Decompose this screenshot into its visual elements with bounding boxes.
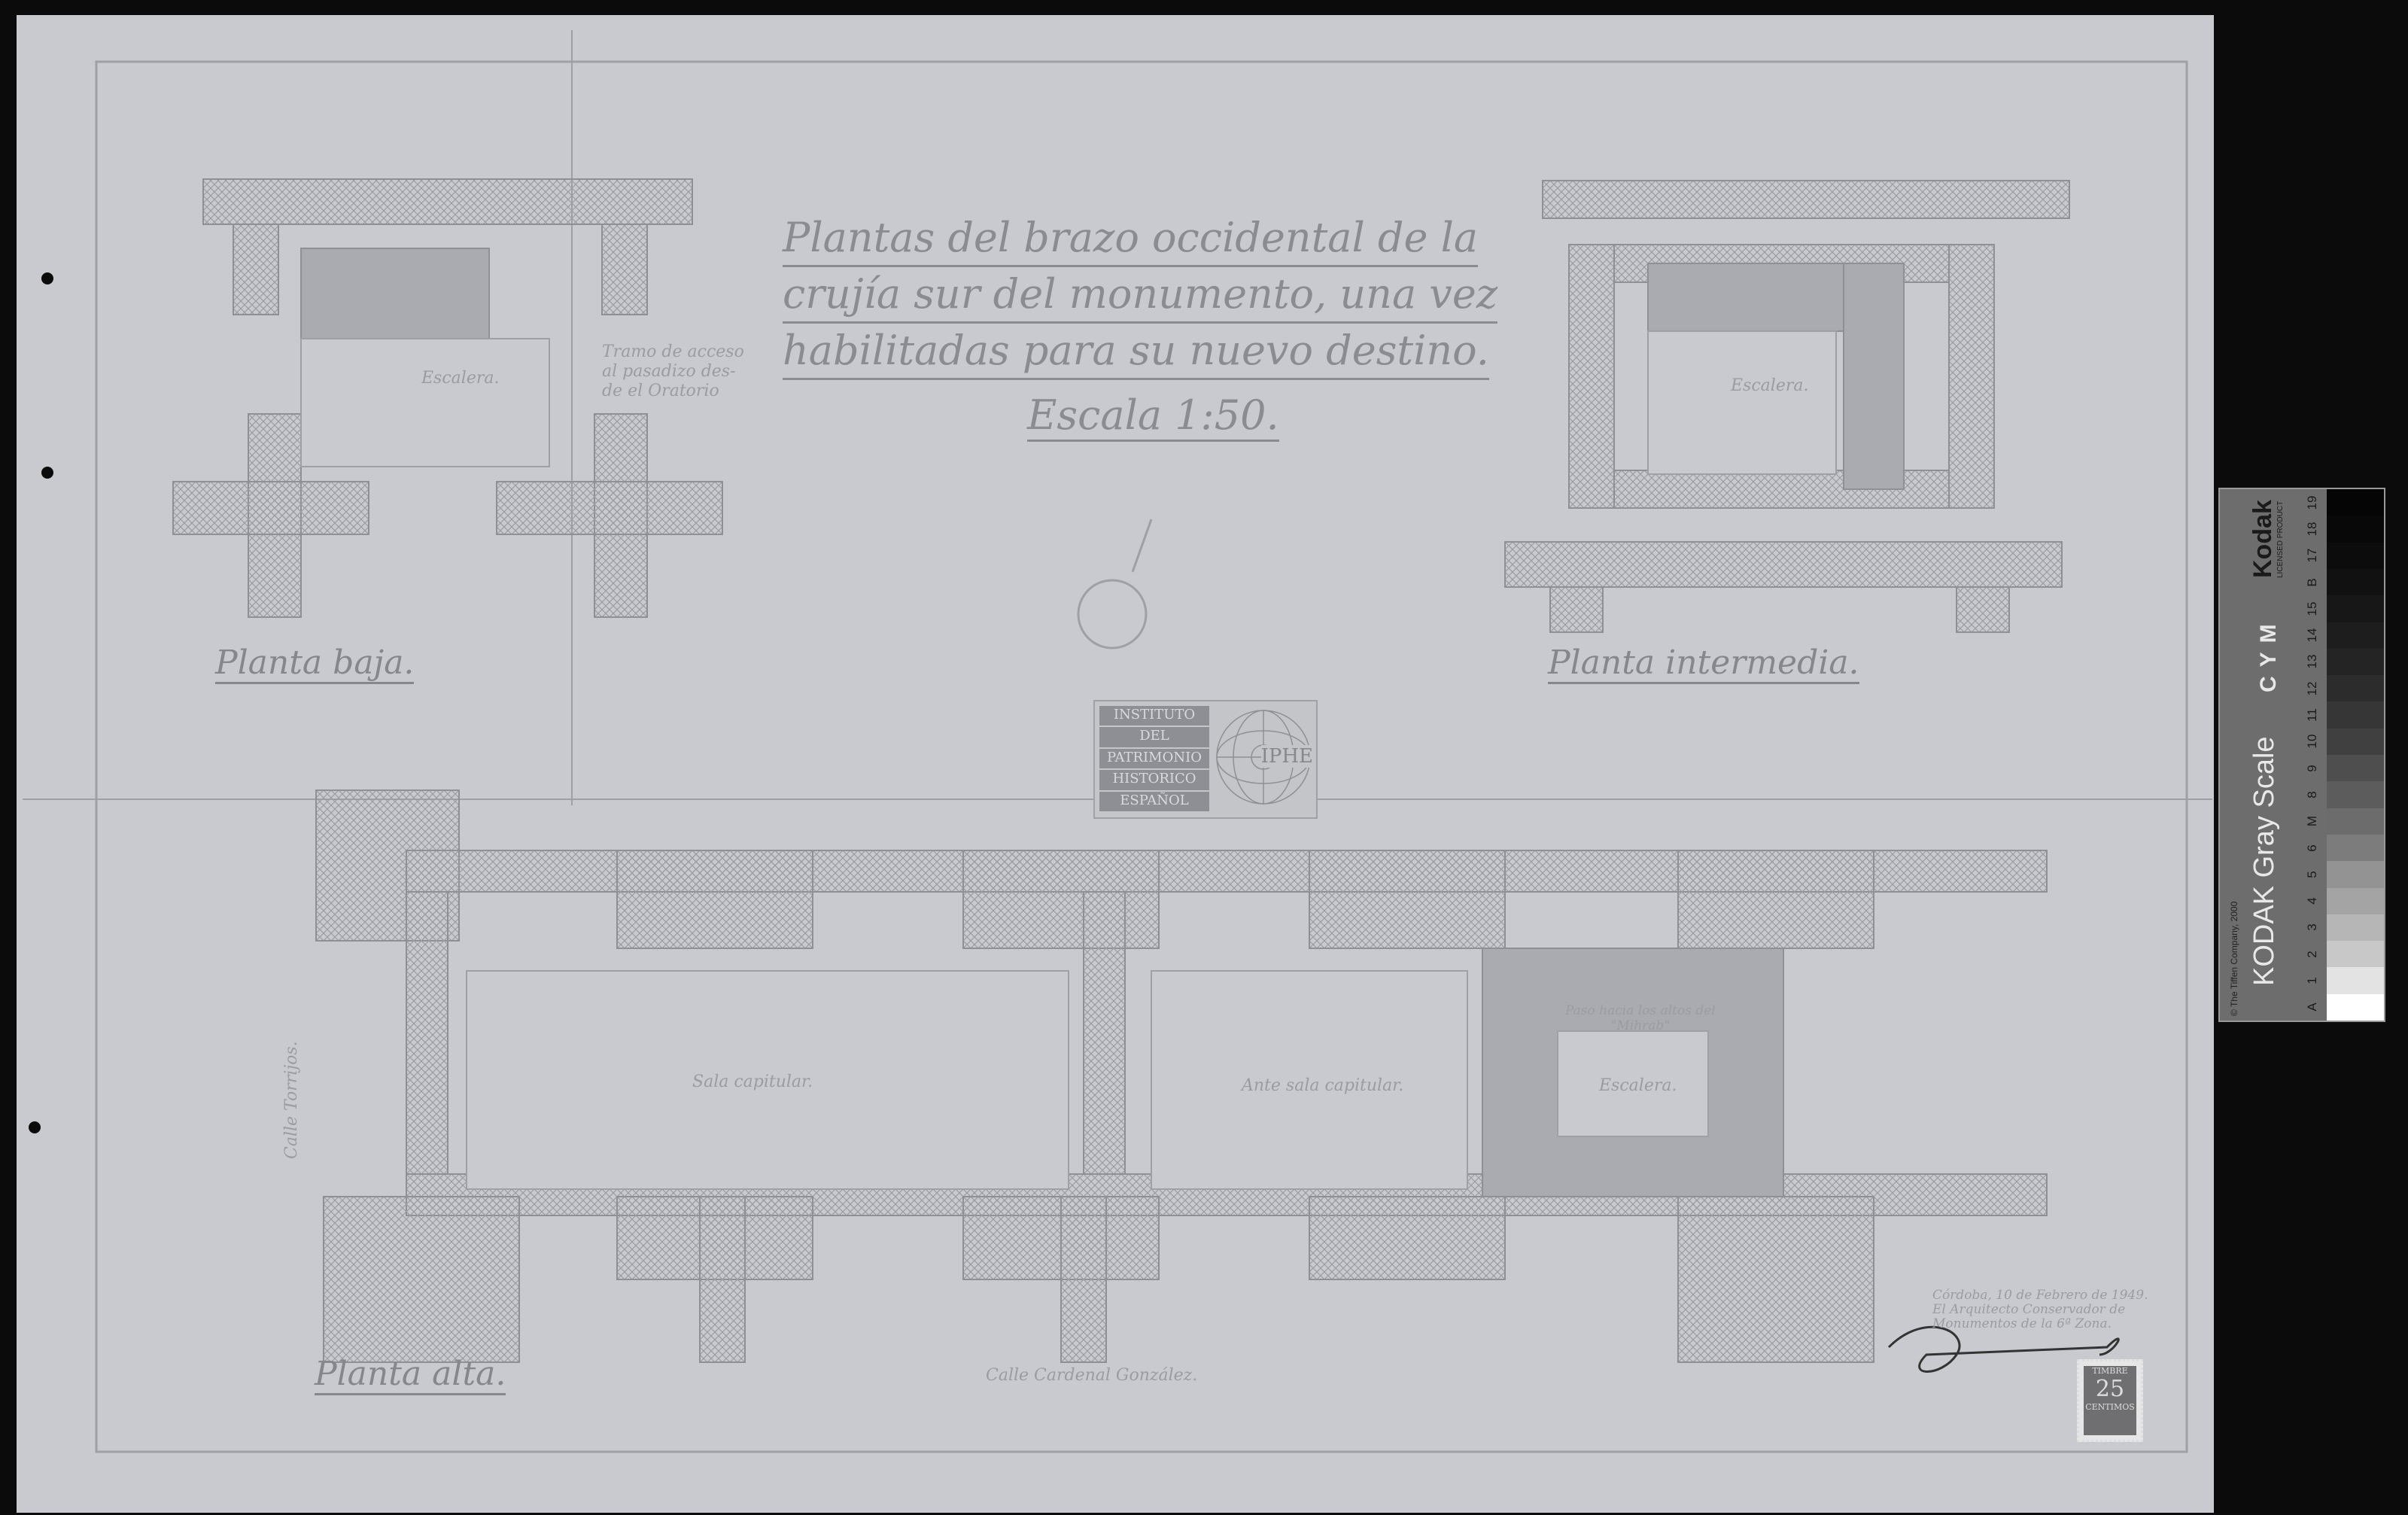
- step-label: 11: [2305, 708, 2319, 722]
- label-intermediate-floor: Planta intermedia.: [1548, 643, 1859, 684]
- signature-block: Córdoba, 10 de Febrero de 1949. El Arqui…: [1932, 1288, 2148, 1331]
- kodak-title: KODAK Gray Scale: [2248, 736, 2280, 986]
- step-label: 12: [2305, 681, 2319, 696]
- room-escalera-ground: [300, 338, 550, 467]
- scale-label: Escala 1:50.: [1027, 391, 1279, 442]
- step-label: 17: [2305, 548, 2319, 563]
- step-label: 1: [2305, 977, 2319, 984]
- room-label: Sala capitular.: [692, 1072, 813, 1091]
- sheet-frame: [95, 60, 2188, 1453]
- drawing-title: Plantas del brazo occidental de la crují…: [783, 211, 1498, 380]
- room-label: Escalera.: [421, 369, 500, 388]
- fiscal-stamp: TIMBRE 25 CENTIMOS: [2077, 1359, 2143, 1442]
- logo-line: HISTORICO: [1099, 770, 1209, 790]
- punch-hole: [41, 272, 53, 284]
- step-label: 9: [2305, 764, 2319, 772]
- logo-acronym: IPHE: [1260, 745, 1313, 768]
- plan-intermediate-floor: [1504, 180, 2070, 633]
- note-line: de el Oratorio: [602, 382, 719, 400]
- step-label: 10: [2305, 734, 2319, 749]
- signature-line: Córdoba, 10 de Febrero de 1949.: [1932, 1288, 2148, 1303]
- room-escalera-intermediate: [1647, 330, 1837, 475]
- step-label: M: [2305, 816, 2319, 827]
- note-line: al pasadizo des-: [602, 362, 736, 381]
- kodak-brand: Kodak: [2248, 500, 2277, 578]
- title-line: crujía sur del monumento, una vez: [783, 267, 1498, 324]
- step-label: 14: [2305, 628, 2319, 643]
- cym-m: M: [2256, 615, 2281, 643]
- label-ground-floor: Planta baja.: [215, 643, 415, 684]
- street-label: Calle Cardenal González.: [986, 1366, 1198, 1385]
- gray-steps: [2327, 489, 2384, 1021]
- step-label: 3: [2305, 923, 2319, 932]
- room-escalera-upper: [1557, 1030, 1709, 1137]
- room-label: Escalera.: [1731, 376, 1809, 395]
- cym-marks: CYM: [2256, 615, 2282, 692]
- room-ante-sala: [1151, 970, 1468, 1190]
- step-label: 4: [2305, 897, 2319, 905]
- note-line: Paso hacia los altos del: [1565, 1003, 1716, 1018]
- signature-line: Monumentos de la 6ª Zona.: [1932, 1316, 2112, 1331]
- step-label: 19: [2305, 495, 2319, 510]
- step-label: 18: [2305, 522, 2319, 537]
- step-label: 13: [2305, 654, 2319, 669]
- punch-hole: [41, 467, 53, 479]
- architect-signature: [1887, 1325, 2120, 1373]
- access-note: Tramo de acceso al pasadizo des- de el O…: [602, 342, 744, 401]
- step-label: 2: [2305, 950, 2319, 958]
- stamp-value: 25: [2095, 1376, 2125, 1402]
- room-sala-capitular: [466, 970, 1069, 1190]
- logo-line: ESPAÑOL: [1099, 791, 1209, 812]
- plan-upper-floor: [315, 789, 2048, 1363]
- room-label: Escalera.: [1599, 1076, 1677, 1095]
- title-line: Plantas del brazo occidental de la: [783, 211, 1479, 267]
- title-line: habilitadas para su nuevo destino.: [783, 324, 1489, 380]
- cym-y: Y: [2256, 643, 2281, 668]
- note-line: "Mihrab": [1610, 1018, 1671, 1033]
- label-upper-floor: Planta alta.: [315, 1355, 506, 1395]
- kodak-copyright: © The Tiffen Company, 2000: [2229, 901, 2239, 1016]
- passage-note: Paso hacia los altos del "Mihrab": [1565, 1003, 1716, 1033]
- iphe-logo: INSTITUTO DEL PATRIMONIO HISTORICO ESPAÑ…: [1093, 700, 1318, 819]
- step-label: B: [2305, 577, 2319, 587]
- street-label: Calle Torrijos.: [282, 1041, 301, 1159]
- stamp-top: TIMBRE: [2092, 1366, 2128, 1376]
- room-label: Ante sala capitular.: [1242, 1076, 1404, 1095]
- kodak-licensed: LICENSED PRODUCT: [2276, 500, 2285, 578]
- kodak-gray-scale-card: © The Tiffen Company, 2000 KODAK Gray Sc…: [2218, 488, 2385, 1022]
- logo-line: PATRIMONIO: [1099, 748, 1209, 769]
- stamp-bottom: CENTIMOS: [2085, 1402, 2135, 1412]
- column-circle: [1077, 579, 1148, 650]
- step-label: 5: [2305, 871, 2319, 878]
- cym-c: C: [2256, 667, 2281, 692]
- logo-line: DEL: [1099, 727, 1209, 747]
- step-label: 6: [2305, 844, 2319, 852]
- step-label: 15: [2305, 601, 2319, 616]
- logo-line: INSTITUTO: [1099, 706, 1209, 726]
- step-label: A: [2305, 1002, 2319, 1012]
- note-line: Tramo de acceso: [602, 342, 744, 361]
- plan-ground-floor: [172, 178, 723, 618]
- punch-hole: [29, 1121, 41, 1133]
- signature-line: El Arquitecto Conservador de: [1932, 1302, 2126, 1317]
- step-label: 8: [2305, 791, 2319, 799]
